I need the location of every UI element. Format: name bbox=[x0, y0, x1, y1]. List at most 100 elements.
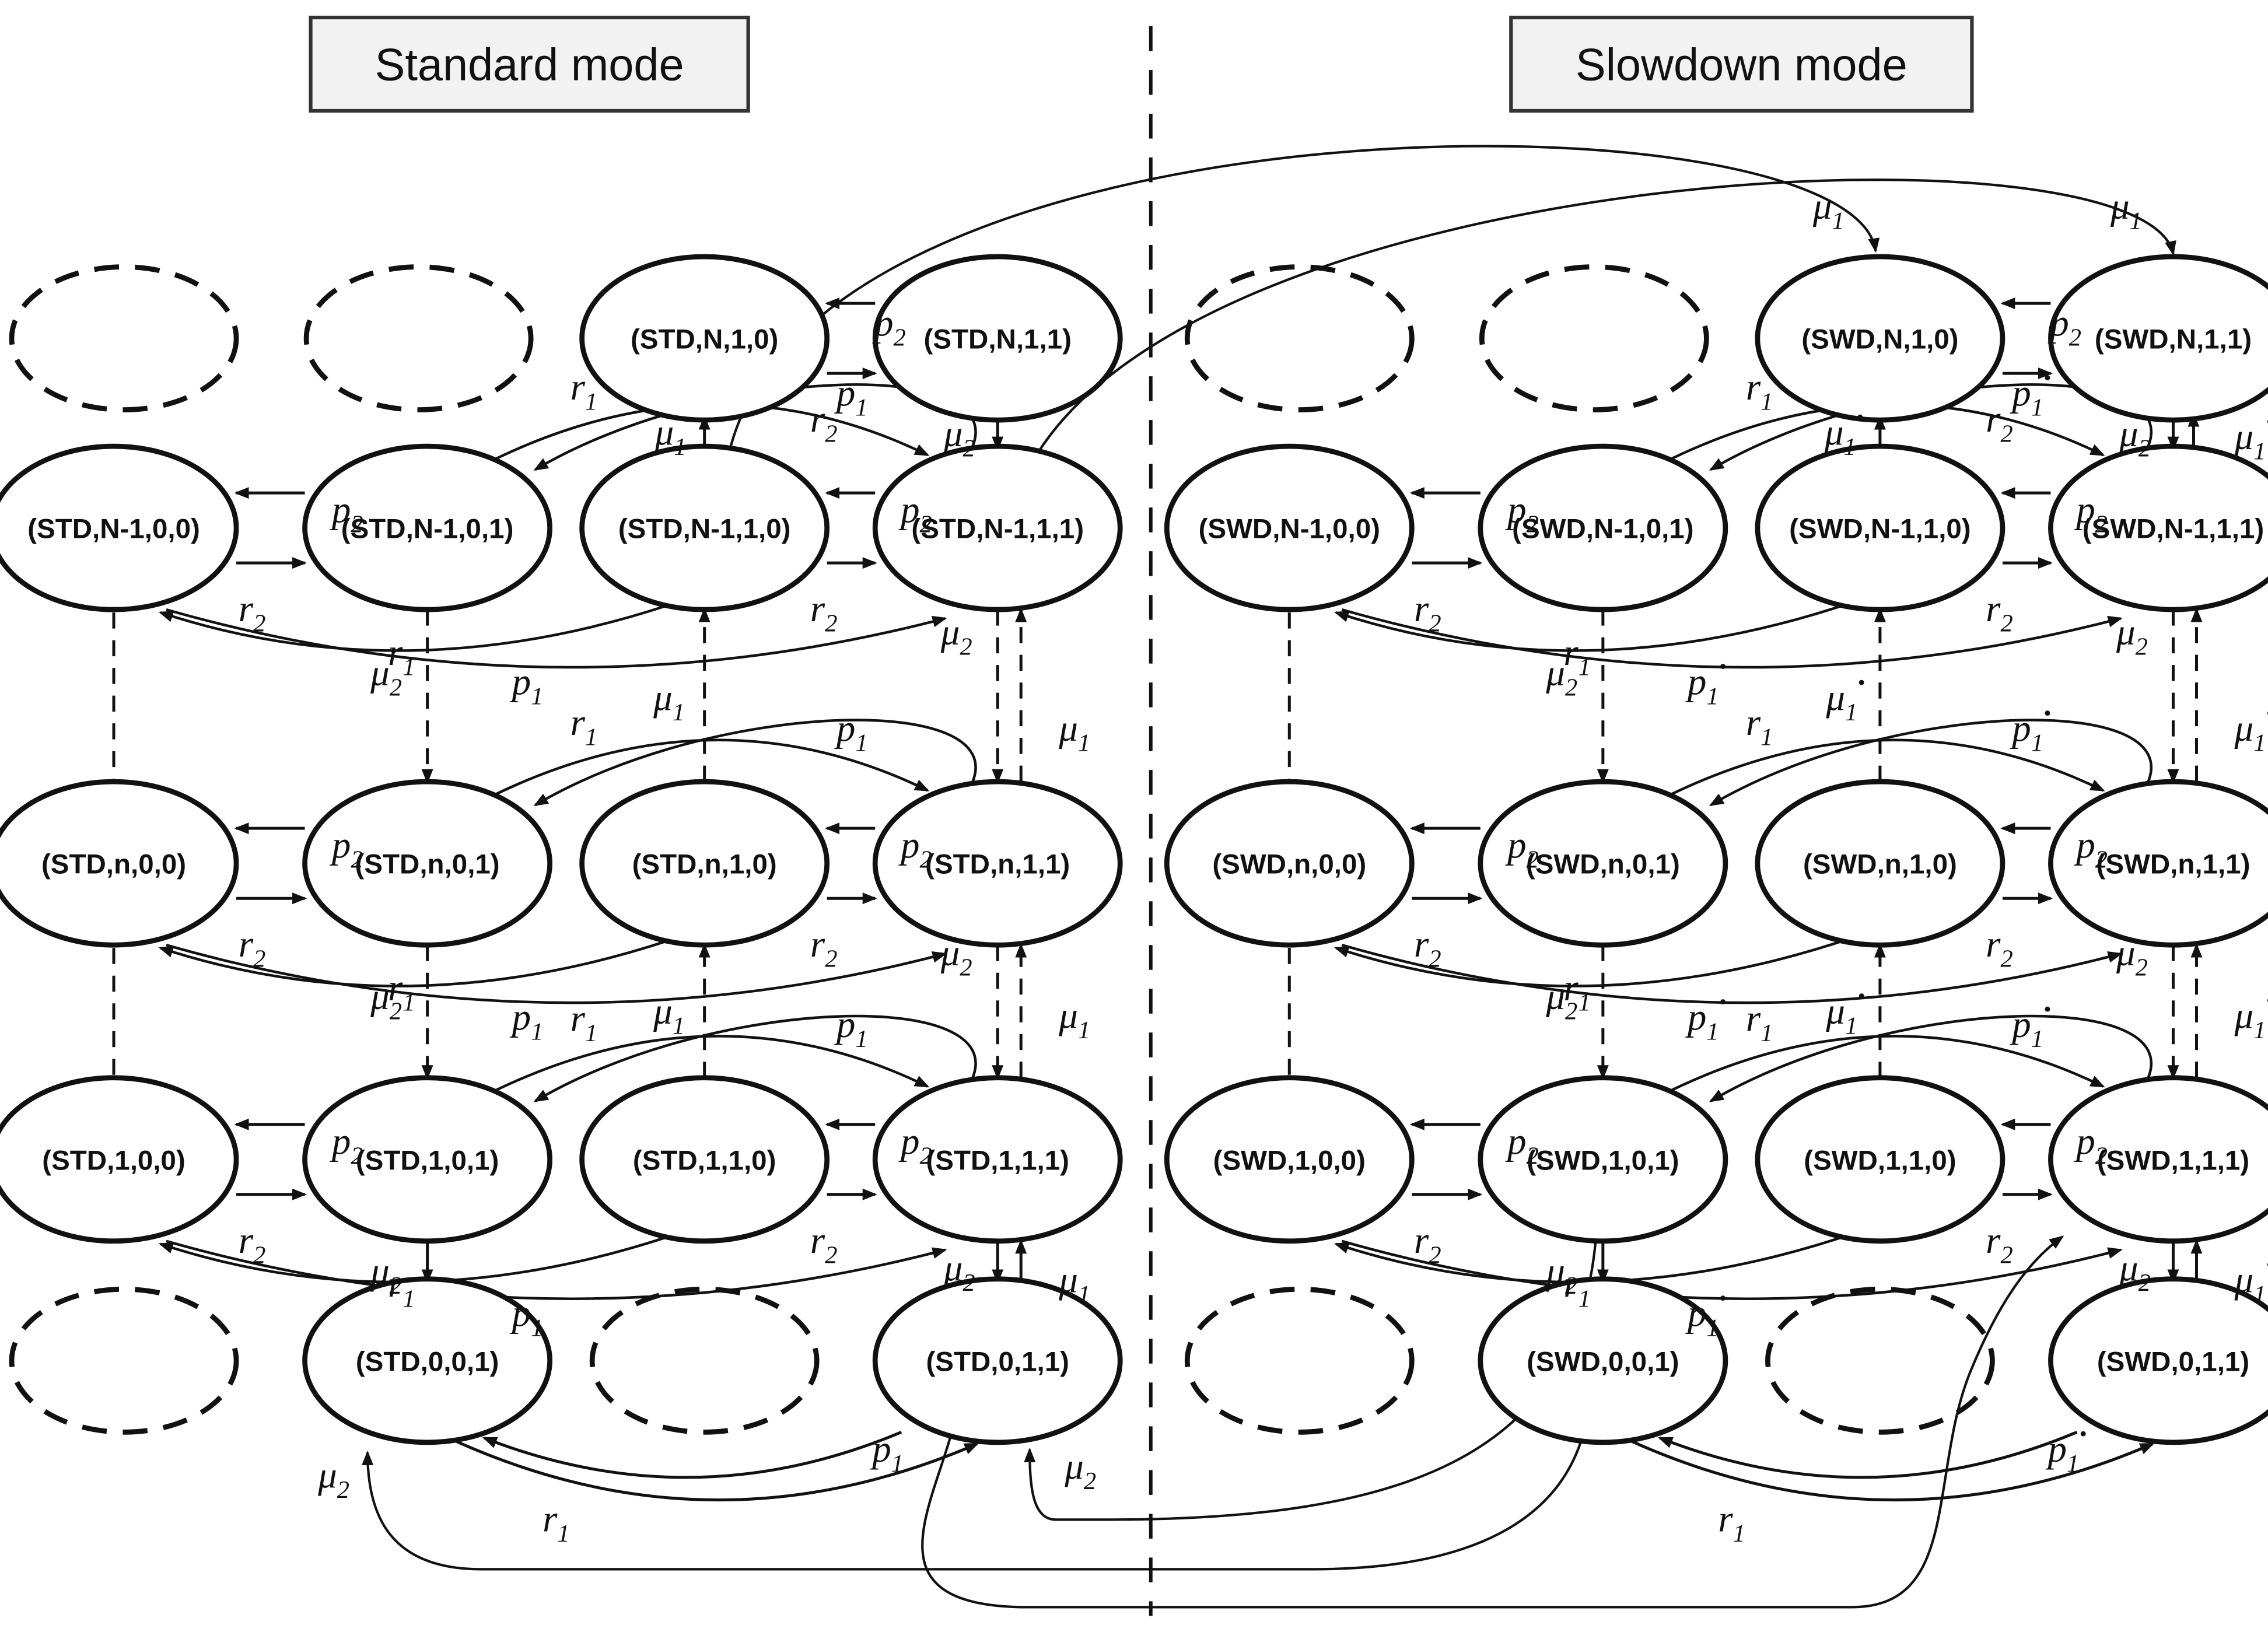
edge-r1-top-swd795 bbox=[1660, 1035, 2105, 1097]
edge-p1-top-swd795 bbox=[1709, 1014, 2153, 1102]
state-node-label-std-N1-1-1: (STD,N-1,1,1) bbox=[911, 514, 1084, 545]
rate-label-μ2: μ2 bbox=[2116, 611, 2148, 661]
rate-label-p1: p1 bbox=[834, 1004, 868, 1053]
state-node-std-1-1-1 bbox=[872, 1075, 1123, 1244]
rate-label-p1: p1• bbox=[2010, 998, 2051, 1053]
rate-label-r1: r1 bbox=[388, 632, 415, 681]
rate-label-μ2: μ2 bbox=[370, 976, 402, 1025]
state-node-swd-1-0-1 bbox=[1478, 1075, 1728, 1244]
state-node-label-std-n-1-0: (STD,n,1,0) bbox=[632, 849, 777, 880]
rate-label-μ2: μ2 bbox=[370, 652, 402, 702]
rate-label-p2: p2 bbox=[330, 489, 363, 538]
edge-p1-under-std362 bbox=[158, 600, 682, 652]
ghost-swd-top-2 bbox=[1479, 264, 1709, 412]
rate-label-r2: r2 bbox=[1414, 588, 1441, 638]
state-node-std-N1-1-1 bbox=[872, 443, 1123, 612]
ghost-swd-bot-2 bbox=[1765, 1286, 1995, 1435]
rate-label-p2: p2 bbox=[898, 824, 932, 874]
rate-label-p2: p2 bbox=[1505, 489, 1539, 538]
state-node-label-std-0-0-1: (STD,0,0,1) bbox=[356, 1346, 499, 1377]
edge-r1-top-swd592 bbox=[1660, 738, 2105, 801]
state-node-swd-N-1-0 bbox=[1755, 254, 2006, 423]
edge-p1-under-std592 bbox=[158, 935, 682, 987]
edge-r1-top-std592 bbox=[485, 738, 930, 801]
ghost-std-top-1 bbox=[9, 264, 239, 412]
rate-label-r2: r2 bbox=[810, 923, 838, 973]
rate-label-r2: r2 bbox=[1414, 923, 1441, 973]
edge-std-r1-bottom bbox=[454, 1440, 979, 1502]
ghost-std-top-2 bbox=[303, 264, 534, 412]
rate-label-r2: r2 bbox=[810, 588, 838, 638]
rate-label-μ2: μ2 bbox=[2119, 1247, 2151, 1297]
state-node-std-n-1-1 bbox=[872, 779, 1123, 948]
state-node-label-std-n-0-1: (STD,n,0,1) bbox=[355, 849, 500, 880]
rate-label-μ2: μ2 bbox=[1545, 1250, 1577, 1300]
rate-label-p1: p1 bbox=[870, 1428, 904, 1477]
rate-label-p1: p1 bbox=[510, 1293, 544, 1342]
state-node-swd-N1-1-0 bbox=[1755, 443, 2006, 612]
edge-cross-bottom-2 bbox=[362, 1436, 1584, 1571]
state-node-label-std-1-0-1: (STD,1,0,1) bbox=[356, 1145, 499, 1176]
state-node-std-N1-1-0 bbox=[579, 443, 830, 612]
edge-r1-under-swd795 bbox=[1341, 1239, 2123, 1300]
state-node-label-swd-1-1-1: (SWD,1,1,1) bbox=[2097, 1145, 2249, 1176]
rate-label-r1: r1 bbox=[570, 366, 598, 416]
state-node-std-n-0-0 bbox=[0, 779, 239, 948]
rate-label-r1: r1 bbox=[1563, 632, 1591, 681]
state-node-std-1-0-0 bbox=[0, 1075, 239, 1244]
rate-label-p2: p2 bbox=[2048, 302, 2081, 352]
rate-label-μ2: μ2 bbox=[1064, 1445, 1096, 1495]
state-node-std-0-1-1 bbox=[872, 1276, 1123, 1445]
rate-label-r1: r1 bbox=[1563, 967, 1591, 1017]
edge-p1-top-std592 bbox=[533, 719, 977, 807]
rate-label-μ1: μ1• bbox=[1825, 985, 1865, 1040]
state-node-label-swd-N1-0-1: (SWD,N-1,0,1) bbox=[1512, 514, 1693, 545]
rate-label-μ1: μ1 bbox=[1058, 995, 1090, 1045]
rate-label-p2: p2 bbox=[898, 489, 932, 538]
rate-label-r1: r1 bbox=[388, 967, 415, 1017]
state-node-label-swd-n-1-1: (SWD,n,1,1) bbox=[2096, 849, 2250, 880]
rate-label-r1: r1 bbox=[1746, 702, 1773, 751]
rate-label-p1: p1 bbox=[510, 996, 544, 1046]
state-node-swd-N1-0-0 bbox=[1164, 443, 1415, 612]
rate-label-μ2: μ2 bbox=[370, 1250, 402, 1300]
rate-label-μ1: μ1• bbox=[2234, 702, 2268, 757]
rate-label-μ1: μ1• bbox=[2234, 1253, 2268, 1308]
ghost-std-bot-2 bbox=[589, 1286, 820, 1435]
rate-label-p2: p2 bbox=[330, 824, 363, 874]
rate-label-p2: p2 bbox=[330, 1120, 363, 1170]
rate-label-p2: p2 bbox=[1505, 824, 1539, 874]
state-node-std-1-0-1 bbox=[302, 1075, 552, 1244]
standard-mode-title-box bbox=[309, 15, 750, 113]
rate-label-p1: p1• bbox=[1685, 990, 1727, 1046]
rate-label-p1: p1• bbox=[1685, 1287, 1727, 1342]
state-node-std-0-0-1 bbox=[302, 1276, 552, 1445]
state-node-label-swd-N-1-1: (SWD,N,1,1) bbox=[2095, 324, 2252, 355]
state-node-swd-0-0-1 bbox=[1478, 1276, 1728, 1445]
edge-cross-top-1 bbox=[728, 145, 1880, 453]
rate-label-μ2: μ2 bbox=[943, 1247, 975, 1297]
rate-label-μ2: μ2 bbox=[943, 413, 975, 463]
state-node-label-swd-1-0-0: (SWD,1,0,0) bbox=[1213, 1145, 1366, 1176]
state-node-label-swd-N1-1-1: (SWD,N-1,1,1) bbox=[2082, 514, 2264, 545]
state-node-label-swd-0-0-1: (SWD,0,0,1) bbox=[1527, 1346, 1679, 1377]
state-node-std-N1-0-1 bbox=[302, 443, 552, 612]
rate-label-μ2: μ2 bbox=[2119, 413, 2151, 463]
state-node-label-std-N1-0-1: (STD,N-1,0,1) bbox=[341, 514, 514, 545]
rate-label-μ1: μ1 bbox=[1812, 185, 1845, 235]
edge-std-p1-bottom bbox=[482, 1431, 902, 1479]
rate-label-μ1: μ1• bbox=[1825, 671, 1865, 727]
rate-label-μ2: μ2 bbox=[940, 611, 972, 661]
rate-label-r2: r2 bbox=[239, 1220, 266, 1269]
state-node-swd-N1-1-1 bbox=[2048, 443, 2268, 612]
state-node-swd-n-0-0 bbox=[1164, 779, 1415, 948]
edge-p1-top-std795 bbox=[533, 1014, 977, 1102]
state-node-label-swd-n-1-0: (SWD,n,1,0) bbox=[1803, 849, 1957, 880]
rate-label-r1: r1 bbox=[388, 1263, 415, 1313]
state-node-label-std-1-0-0: (STD,1,0,0) bbox=[42, 1145, 185, 1176]
rate-label-μ1: μ1 bbox=[1058, 1259, 1090, 1308]
edge-p1-under-swd592 bbox=[1334, 935, 1857, 987]
state-node-label-std-1-1-1: (STD,1,1,1) bbox=[926, 1145, 1069, 1176]
state-node-std-N1-0-0 bbox=[0, 443, 239, 612]
